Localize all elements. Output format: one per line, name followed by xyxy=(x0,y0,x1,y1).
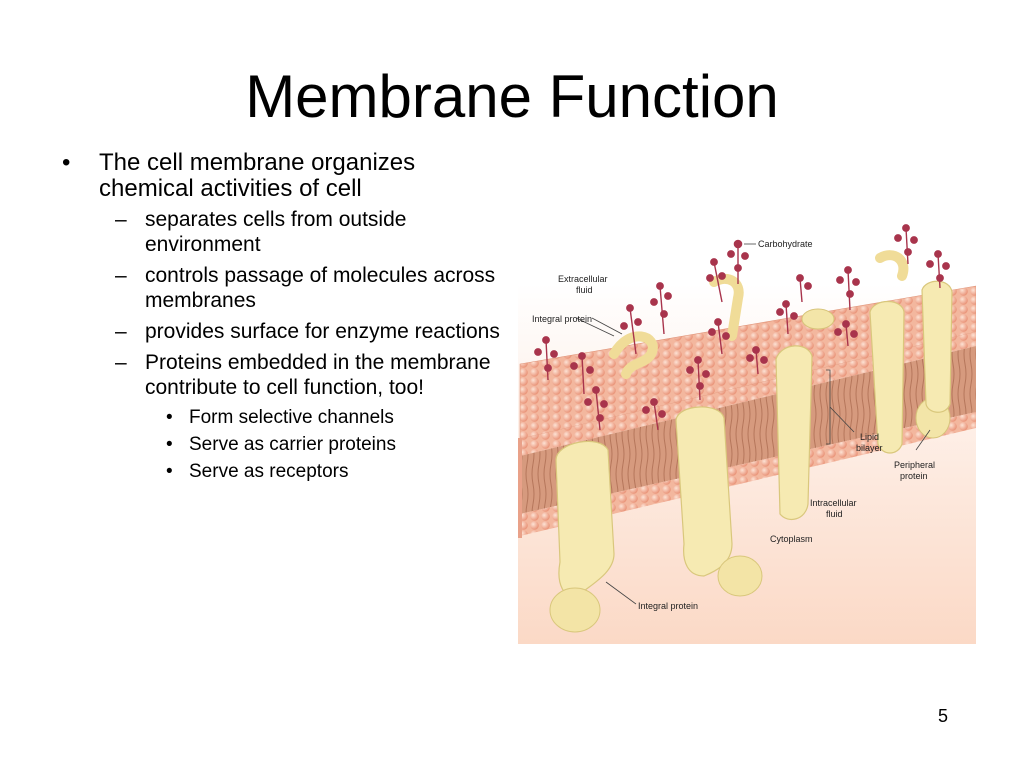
dash-marker: – xyxy=(115,351,127,374)
label-extracellular-fluid: Extracellular xyxy=(558,274,608,284)
bilayer-upper-heads xyxy=(520,332,976,456)
integral-protein-right xyxy=(775,345,813,521)
label-integral-protein-bottom: Integral protein xyxy=(638,601,698,611)
bullet-marker: • xyxy=(62,149,71,176)
sub-sub-bullet-text: Serve as carrier proteins xyxy=(189,434,396,455)
label-intracellular-fluid: Intracellular xyxy=(810,498,857,508)
bullet-list: • The cell membrane organizes chemical a… xyxy=(62,150,502,487)
bullet-marker: • xyxy=(166,461,173,482)
sub-bullet-text: Proteins embedded in the membrane contri… xyxy=(145,351,491,399)
label-lipid-bilayer: bilayer xyxy=(856,443,883,453)
bilayer-tails xyxy=(520,346,976,514)
label-leaders xyxy=(575,243,931,605)
bullet-text: The cell membrane organizes chemical act… xyxy=(99,149,416,202)
label-extracellular-fluid: fluid xyxy=(576,285,593,295)
label-peripheral-protein: Peripheral xyxy=(894,460,935,470)
integral-protein-middle xyxy=(675,406,733,577)
bilayer-lower-heads xyxy=(520,412,976,536)
slide-title: Membrane Function xyxy=(245,63,779,130)
sub-bullet-text: separates cells from outside environment xyxy=(145,208,407,256)
sub-sub-bullet-text: Form selective channels xyxy=(189,407,394,428)
bullet-main: • The cell membrane organizes chemical a… xyxy=(62,150,502,202)
sub-bullet: – separates cells from outside environme… xyxy=(62,207,502,257)
carbohydrate-chains xyxy=(534,224,950,431)
membrane-illustration: Carbohydrate Extracellular fluid Integra… xyxy=(518,224,976,644)
sub-sub-bullet-text: Serve as receptors xyxy=(189,461,349,482)
integral-protein-large xyxy=(555,440,615,598)
sub-sub-bullet: • Serve as receptors xyxy=(62,460,502,484)
label-integral-protein-top: Integral protein xyxy=(532,314,592,324)
dash-marker: – xyxy=(115,320,127,343)
sub-bullet-text: provides surface for enzyme reactions xyxy=(145,320,500,343)
dash-marker: – xyxy=(115,264,127,287)
label-cytoplasm: Cytoplasm xyxy=(770,534,813,544)
sub-bullet: – provides surface for enzyme reactions xyxy=(62,319,502,344)
bilayer-front-edge xyxy=(518,438,522,538)
label-peripheral-protein: protein xyxy=(900,471,928,481)
integral-protein-base xyxy=(717,555,763,597)
integral-protein-far xyxy=(869,300,905,454)
peripheral-protein xyxy=(801,308,835,330)
protein-loop xyxy=(709,273,744,341)
integral-protein-edge xyxy=(921,280,953,413)
sub-bullet: – Proteins embedded in the membrane cont… xyxy=(62,350,502,400)
dash-marker: – xyxy=(115,208,127,231)
sub-bullet-text: controls passage of molecules across mem… xyxy=(145,264,496,312)
protein-loop xyxy=(875,250,909,281)
bullet-marker: • xyxy=(166,434,173,455)
label-carbohydrate: Carbohydrate xyxy=(758,239,813,249)
label-lipid-bilayer: Lipid xyxy=(860,432,879,442)
page-number: 5 xyxy=(938,706,949,726)
sub-sub-bullet: • Form selective channels xyxy=(62,406,502,430)
label-intracellular-fluid: fluid xyxy=(826,509,843,519)
protein-loop xyxy=(609,331,658,379)
membrane-diagram: Carbohydrate Extracellular fluid Integra… xyxy=(518,224,976,644)
integral-protein-base xyxy=(549,587,601,633)
sub-bullet: – controls passage of molecules across m… xyxy=(62,263,502,313)
bullet-marker: • xyxy=(166,407,173,428)
sub-sub-bullet: • Serve as carrier proteins xyxy=(62,433,502,457)
